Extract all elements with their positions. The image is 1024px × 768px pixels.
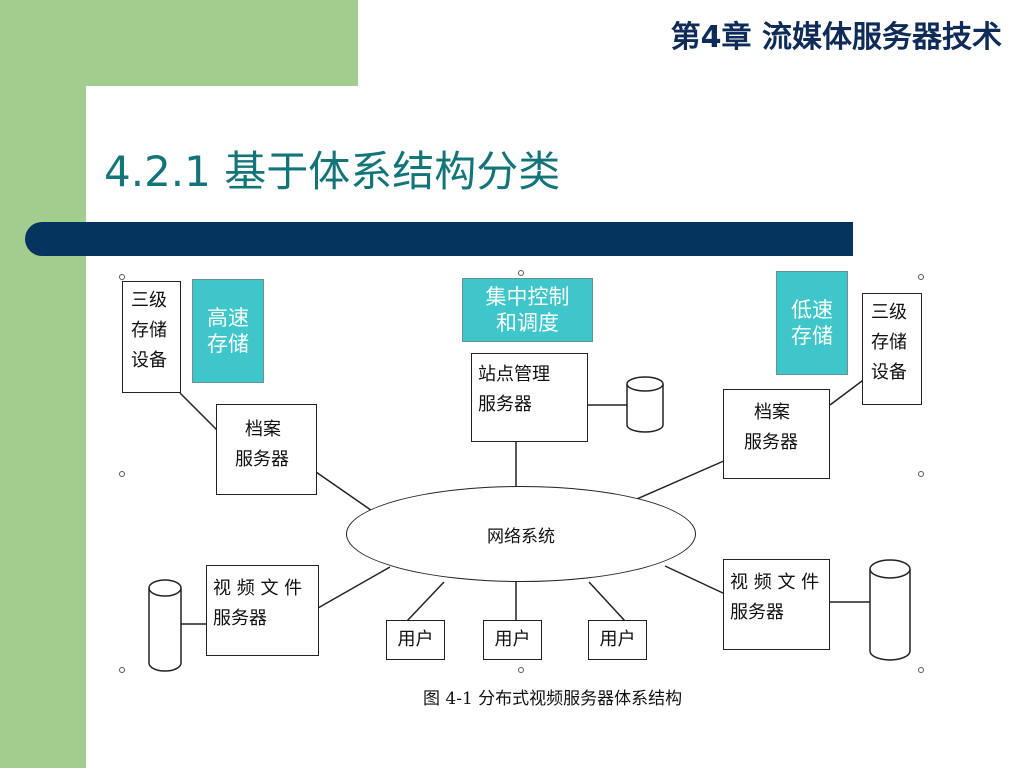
connector-right-video	[664, 565, 726, 595]
user-box-2: 用户	[483, 620, 542, 660]
left-storage-device: 三级 存储 设备	[122, 281, 181, 393]
left-video-file-server: 视 频 文 件 服务器	[206, 565, 319, 656]
connector-left-archive	[315, 471, 379, 516]
connector-user-1	[406, 581, 445, 622]
user-box-3: 用户	[588, 620, 647, 660]
high-speed-storage-label: 高速 存储	[192, 279, 264, 383]
connector-user-3	[588, 581, 626, 622]
central-control-label: 集中控制 和调度	[462, 278, 593, 342]
connector-left-video	[317, 566, 391, 609]
title-bar	[25, 222, 853, 256]
figure-caption: 图 4-1 分布式视频服务器体系结构	[423, 689, 683, 709]
user-box-1: 用户	[386, 620, 445, 660]
corner-decoration	[86, 86, 166, 166]
right-storage-device: 三级 存储 设备	[862, 293, 922, 405]
connector-right-archive	[629, 459, 727, 503]
low-speed-storage-label: 低速 存储	[776, 271, 848, 375]
left-archive-server: 档案 服务器	[216, 404, 317, 495]
side-decoration	[0, 0, 86, 768]
connector-left-storage	[179, 392, 218, 431]
connector-right-storage	[829, 377, 867, 406]
database-icon-left	[148, 579, 182, 672]
site-manager-server: 站点管理 服务器	[471, 353, 588, 442]
database-icon-right	[869, 559, 911, 661]
chapter-title: 第4章 流媒体服务器技术	[670, 20, 1002, 55]
right-archive-server: 档案 服务器	[723, 389, 830, 479]
selection-handles	[119, 270, 924, 673]
network-system: 网络系统	[346, 486, 696, 582]
slide-title: 4.2.1 基于体系结构分类	[104, 147, 561, 196]
top-decoration	[0, 0, 358, 86]
database-icon-top	[626, 376, 664, 433]
right-video-file-server: 视 频 文 件 服务器	[723, 559, 830, 650]
